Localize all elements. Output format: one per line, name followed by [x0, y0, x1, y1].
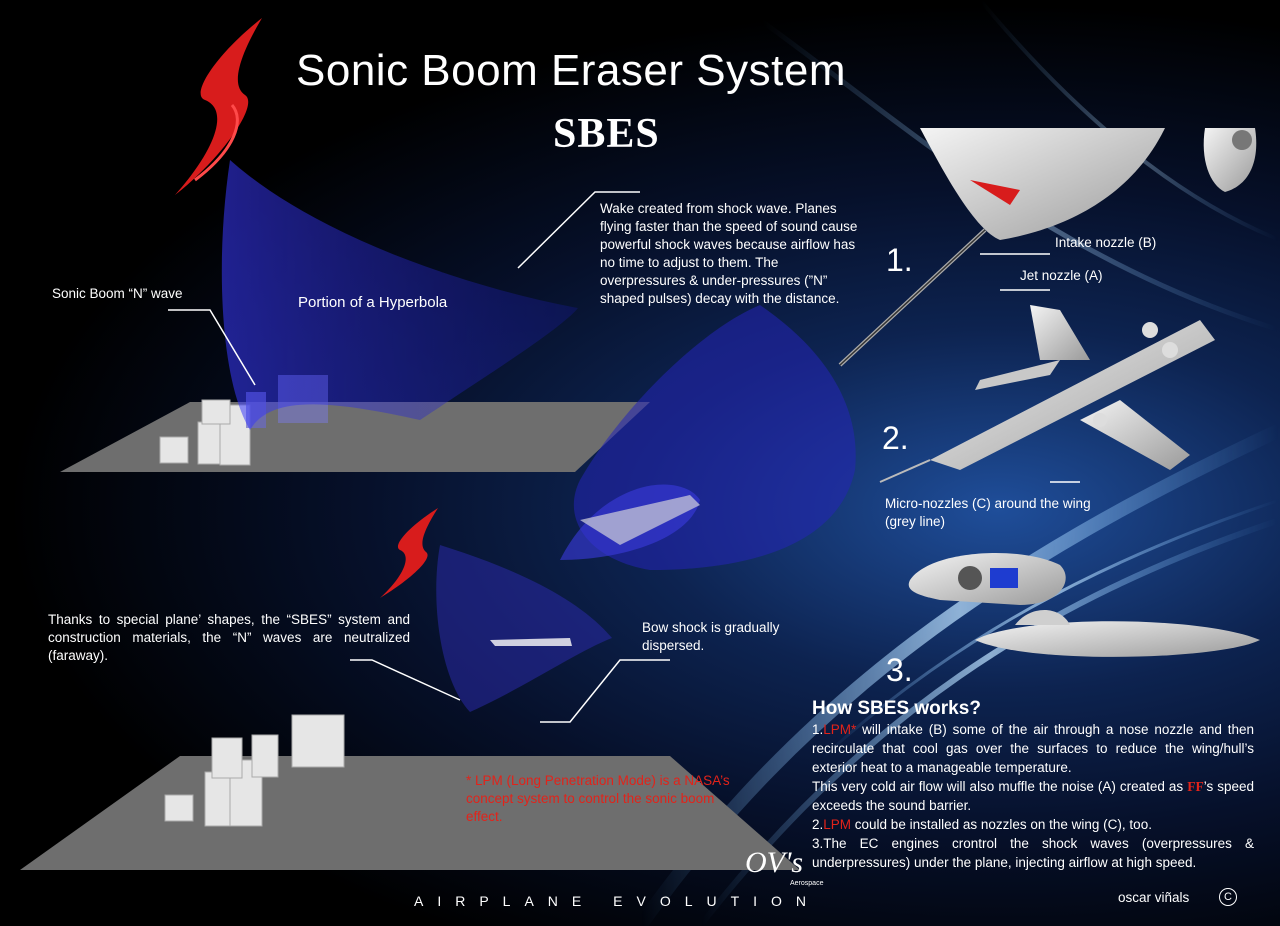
label-jet-nozzle: Jet nozzle (A) — [1020, 268, 1103, 283]
copyright-icon: C — [1219, 888, 1237, 906]
wake-description: Wake created from shock wave. Planes fly… — [600, 201, 858, 306]
lpm-footnote: * LPM (Long Penetration Mode) is a NASA’… — [466, 773, 730, 824]
ff-logo-large — [175, 18, 262, 195]
ground-plane-upper — [60, 402, 650, 472]
thanks-description: Thanks to special plane’ shapes, the “SB… — [48, 612, 410, 663]
small-plane-center — [580, 495, 700, 545]
credit: oscar viñals — [1118, 890, 1190, 905]
page-title: Sonic Boom Eraser System — [296, 46, 846, 95]
label-hyperbola: Portion of a Hyperbola — [298, 294, 448, 311]
how-step-2: 2.LPM could be installed as nozzles on t… — [812, 817, 1152, 832]
how-title: How SBES works? — [812, 698, 981, 719]
label-n-wave: Sonic Boom “N” wave — [52, 286, 183, 301]
page-subtitle: SBES — [553, 111, 660, 157]
footer-brand: AIRPLANE EVOLUTION — [414, 893, 821, 909]
buildings-lower — [164, 714, 345, 827]
shock-cone-lower — [436, 545, 612, 712]
label-bow-shock: Bow shock is gradually dispersed. — [642, 620, 780, 653]
step-1-number: 1. — [886, 242, 913, 278]
ovs-logo-sub: Aerospace — [790, 880, 824, 887]
label-micro-nozzles: Micro-nozzles (C) around the wing (grey … — [885, 496, 1091, 529]
ovs-logo: OV's — [745, 846, 804, 879]
plane-2-illustration — [879, 305, 1215, 483]
how-body: 1.LPM* will intake (B) some of the air t… — [812, 720, 1254, 872]
plane-3-illustration — [908, 553, 1260, 657]
shock-cone-upper — [221, 160, 578, 430]
buildings-upper — [159, 399, 251, 466]
step-2-number: 2. — [882, 420, 909, 456]
how-step-1b: This very cold air flow will also muffle… — [812, 779, 1254, 813]
label-intake-nozzle: Intake nozzle (B) — [1055, 235, 1157, 250]
how-step-3: 3.The EC engines crontrol the shock wave… — [812, 836, 1254, 870]
how-step-1: 1.LPM* will intake (B) some of the air t… — [812, 722, 1254, 775]
ff-logo-small — [380, 508, 438, 598]
leader-lines — [168, 191, 1080, 723]
ff-logo-large-2 — [194, 104, 239, 182]
plane-1-illustration — [838, 128, 1257, 367]
small-plane-lower — [490, 638, 572, 646]
step-3-number: 3. — [886, 652, 913, 688]
